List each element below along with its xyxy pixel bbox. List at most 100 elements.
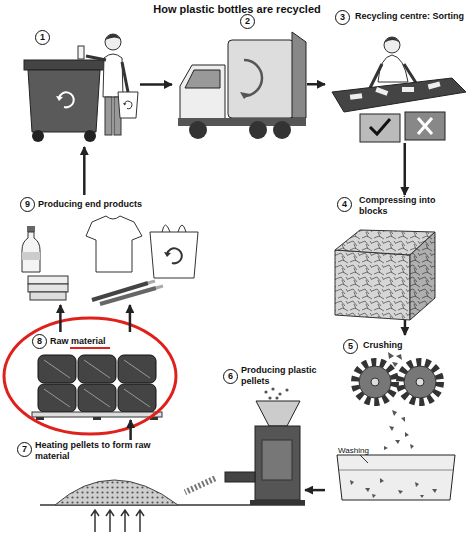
process-step: 2	[172, 10, 307, 145]
recycling-bin	[56, 92, 74, 107]
process-step: 8Raw material	[28, 332, 163, 420]
end-products	[162, 225, 186, 232]
flow-arrow	[140, 83, 172, 86]
flow-arrow	[307, 83, 325, 86]
heat-arrows	[136, 510, 144, 532]
pellet-machine	[256, 401, 300, 426]
raw-material-rolls	[32, 355, 162, 420]
pellet-machine	[285, 388, 288, 391]
person	[122, 62, 128, 92]
pellet-machine	[268, 396, 271, 399]
conveyor-belt	[375, 87, 388, 96]
step-number: 9	[20, 197, 35, 212]
pellet-machine	[255, 426, 300, 500]
process-step: 7Heating pellets to form raw material	[15, 440, 185, 535]
sorting-worker	[384, 37, 400, 53]
person	[118, 92, 138, 118]
sorting-worker	[370, 37, 418, 88]
raw-material-rolls	[36, 417, 44, 420]
conveyor-belt	[350, 93, 363, 100]
pellet-heap	[55, 480, 178, 505]
red-annotation	[4, 318, 176, 434]
conveyor-belt	[370, 119, 390, 134]
end-products	[22, 216, 198, 304]
washing-tank	[337, 455, 455, 500]
sorting-worker	[378, 55, 408, 82]
conveyor-belt	[405, 112, 445, 140]
process-step: 1	[15, 22, 140, 147]
raw-material-rolls	[93, 417, 101, 420]
collection-truck	[292, 32, 306, 118]
process-step: 3 Recycling centre: Sorting	[325, 8, 470, 143]
end-products	[86, 216, 142, 272]
end-products	[150, 232, 198, 278]
raw-material-rolls	[44, 360, 150, 407]
crusher-gears	[400, 362, 440, 402]
step-number: 2	[240, 14, 255, 29]
step-label: Compressing into blocks	[359, 195, 449, 217]
step-label: Producing plastic pellets	[241, 365, 333, 387]
washing-tank	[350, 478, 437, 498]
end-products	[28, 284, 68, 292]
collection-truck	[273, 121, 291, 139]
heat-arrows	[121, 510, 129, 532]
crusher-gears	[384, 410, 414, 450]
recycling-bin	[32, 130, 44, 142]
collection-truck	[185, 70, 220, 88]
end-products	[22, 232, 40, 272]
process-step: 4Compressing into blocks	[325, 195, 455, 320]
sorting-worker	[384, 37, 400, 43]
heat-arrows	[106, 510, 114, 532]
person	[78, 46, 84, 59]
collection-truck	[240, 92, 250, 99]
crusher-gears	[416, 378, 424, 386]
conveyor-belt	[418, 118, 432, 134]
conveyor-belt	[402, 87, 414, 92]
end-products	[27, 226, 35, 232]
compressed-block	[335, 230, 435, 320]
conveyor-belt	[360, 114, 400, 142]
step-label: Raw material	[50, 336, 160, 347]
step-number: 7	[17, 442, 32, 457]
process-step: 9Producing end products	[18, 195, 213, 305]
pellet-machine	[264, 390, 267, 393]
person	[123, 101, 132, 109]
washing-tank	[337, 455, 455, 500]
person	[86, 56, 106, 60]
heat-arrows	[91, 510, 99, 532]
person	[78, 34, 138, 135]
step-label: Crushing	[363, 340, 453, 351]
flow-arrow	[404, 320, 407, 335]
pellet-machine	[278, 392, 281, 395]
end-products	[28, 276, 68, 284]
crusher-gears	[404, 366, 436, 398]
step-number: 3	[335, 10, 350, 25]
collection-truck	[189, 121, 207, 139]
step-label: Recycling centre: Sorting	[355, 11, 473, 22]
flow-arrow	[83, 147, 86, 195]
end-products	[148, 281, 155, 283]
flow-arrow	[404, 143, 407, 195]
crusher-gears	[355, 362, 395, 402]
collection-truck	[180, 65, 225, 125]
process-step: 5Crushing	[325, 335, 465, 500]
recycling-bin	[28, 70, 100, 132]
flow-arrow	[129, 420, 132, 440]
pellet-machine	[225, 387, 305, 505]
end-products	[100, 288, 156, 304]
washing-tank	[360, 455, 368, 463]
heat-arrows	[91, 510, 144, 532]
person	[103, 54, 123, 97]
end-products	[164, 248, 182, 263]
compressed-block	[410, 232, 435, 320]
pellet-machine	[262, 440, 292, 480]
person	[105, 34, 121, 40]
pellet-heap	[40, 480, 305, 505]
flow-arrow	[305, 489, 325, 492]
step-number: 8	[32, 334, 47, 349]
washing-tank	[339, 470, 453, 471]
pellet-machine	[225, 472, 255, 482]
